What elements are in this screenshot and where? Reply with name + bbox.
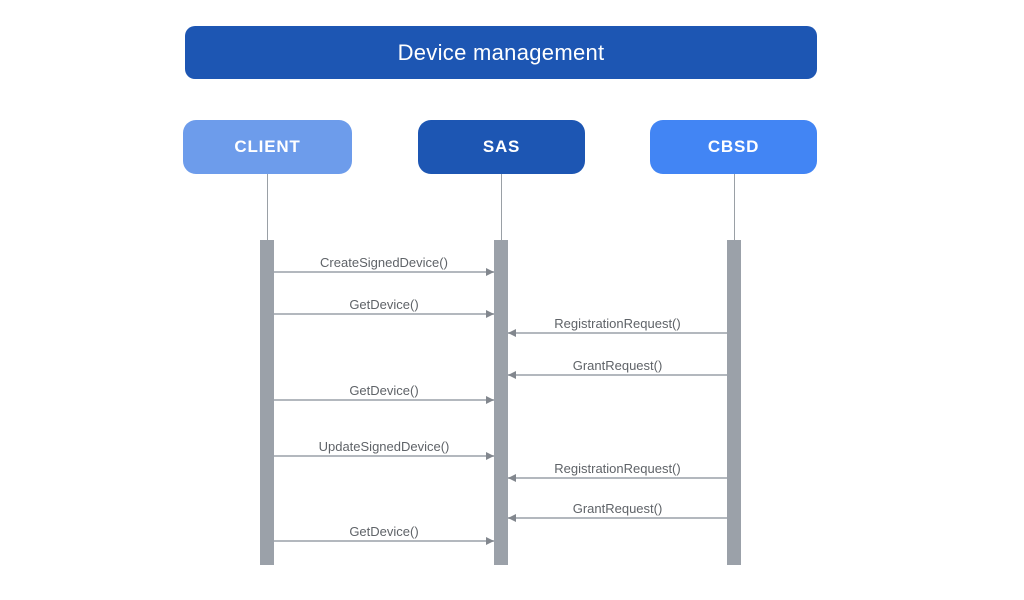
- message: UpdateSignedDevice(): [274, 434, 494, 460]
- arrowhead-icon: [486, 395, 494, 404]
- actor-sas: SAS: [418, 120, 585, 174]
- message: GrantRequest(): [508, 496, 727, 522]
- message-line: [508, 374, 727, 376]
- message-label: GetDevice(): [349, 383, 419, 398]
- lifeline-cbsd: [734, 174, 735, 240]
- message-label: RegistrationRequest(): [554, 316, 681, 331]
- activation-bar-sas: [494, 240, 508, 565]
- actor-cbsd-label: CBSD: [707, 137, 760, 156]
- message-line: [274, 540, 494, 542]
- message-label: GrantRequest(): [572, 358, 663, 373]
- diagram-title: Device management: [185, 26, 817, 79]
- message-line: [508, 332, 727, 334]
- message-line: [274, 455, 494, 457]
- message-label: GrantRequest(): [572, 501, 663, 516]
- arrowhead-icon: [486, 536, 494, 545]
- arrowhead-icon: [486, 451, 494, 460]
- message: GetDevice(): [274, 292, 494, 318]
- activation-bar-cbsd: [727, 240, 741, 565]
- message: GetDevice(): [274, 378, 494, 404]
- lifeline-sas: [501, 174, 502, 240]
- message: RegistrationRequest(): [508, 311, 727, 337]
- message-line: [508, 517, 727, 519]
- message-label: GetDevice(): [349, 297, 419, 312]
- message-label: RegistrationRequest(): [554, 461, 681, 476]
- arrowhead-icon: [508, 513, 516, 522]
- actor-sas-label: SAS: [482, 137, 521, 156]
- message-line: [274, 399, 494, 401]
- message-label: GetDevice(): [349, 524, 419, 539]
- message-label: CreateSignedDevice(): [320, 255, 448, 270]
- message: GetDevice(): [274, 519, 494, 545]
- actor-client: CLIENT: [183, 120, 352, 174]
- message: GrantRequest(): [508, 353, 727, 379]
- arrowhead-icon: [486, 309, 494, 318]
- message-line: [508, 477, 727, 479]
- arrowhead-icon: [508, 370, 516, 379]
- actor-client-label: CLIENT: [234, 137, 301, 156]
- lifeline-client: [267, 174, 268, 240]
- arrowhead-icon: [508, 473, 516, 482]
- message: CreateSignedDevice(): [274, 250, 494, 276]
- message-label: UpdateSignedDevice(): [318, 439, 450, 454]
- message-line: [274, 271, 494, 273]
- actor-cbsd: CBSD: [650, 120, 817, 174]
- activation-bar-client: [260, 240, 274, 565]
- message-line: [274, 313, 494, 315]
- message: RegistrationRequest(): [508, 456, 727, 482]
- arrowhead-icon: [486, 267, 494, 276]
- arrowhead-icon: [508, 328, 516, 337]
